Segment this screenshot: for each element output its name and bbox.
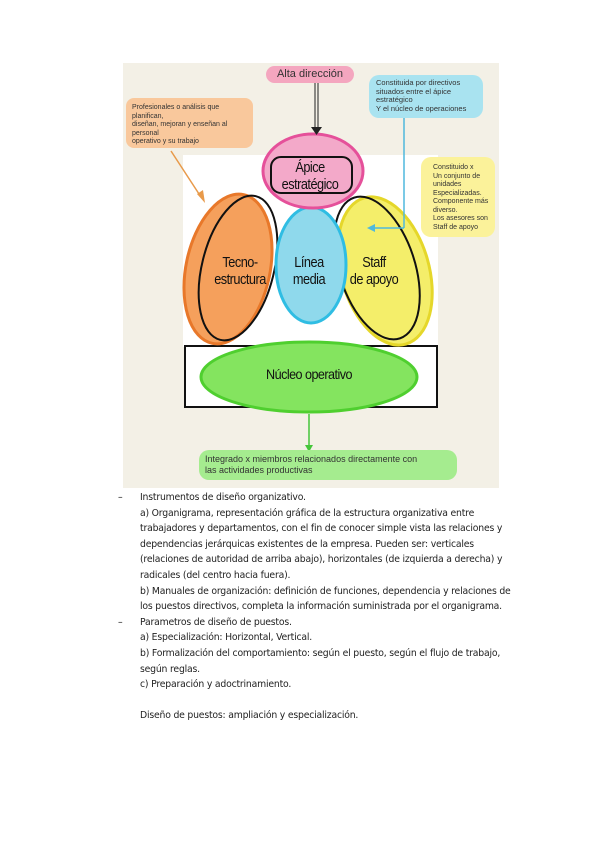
paragraph-line: c) Preparación y adoctrinamiento. <box>140 679 292 691</box>
linea-media-callout: Constituida por directivos situados entr… <box>369 75 483 118</box>
paragraph-line: a) Especialización: Horizontal, Vertical… <box>140 632 313 644</box>
paragraph-line: trabajadores y departamentos, con el fin… <box>140 523 503 535</box>
item1-title: Instrumentos de diseño organizativo. <box>118 490 518 506</box>
nucleo-callout: Integrado x miembros relacionados direct… <box>199 450 457 480</box>
staff-label: Staff de apoyo <box>349 254 399 288</box>
nucleo-shape <box>199 340 419 414</box>
paragraph-line: según reglas. <box>140 663 200 675</box>
paragraph-line: b) Formalización del comportamiento: seg… <box>140 647 501 659</box>
apice-shape <box>261 132 365 210</box>
item2-title: Parametros de diseño de puestos. <box>118 615 518 631</box>
tecnoestructura-label: Tecno- estructura <box>214 254 266 288</box>
paragraph-line: dependencias jerárquicas existentes de l… <box>140 538 474 550</box>
tecno-arrow <box>170 150 202 198</box>
staff-callout: Constituido x Un conjunto de unidades Es… <box>421 157 495 237</box>
linea-media-label: Línea media <box>292 254 326 288</box>
paragraph-line: los puestos directivos, completa la info… <box>140 601 502 613</box>
closing-line: Diseño de puestos: ampliación y especial… <box>140 710 359 722</box>
paragraph-line: a) Organigrama, representación gráfica d… <box>140 507 475 519</box>
paragraph-line: radicales (del centro hacia fuera). <box>140 569 291 581</box>
paragraph-line: b) Manuales de organización: definición … <box>140 585 511 597</box>
organization-structure-diagram <box>123 63 499 488</box>
tecnoestructura-callout: Profesionales o análisis que planifican,… <box>126 98 253 148</box>
apice-outline <box>270 156 353 194</box>
tecnoestructura-shape <box>182 192 274 346</box>
nucleo-label: Núcleo operativo <box>266 366 352 382</box>
apice-label: Ápice estratégico <box>281 159 339 193</box>
alta-direccion-callout: Alta dirección <box>266 66 354 83</box>
tecnoestructura-outline <box>197 194 279 342</box>
paragraph-line: (relaciones de autoridad de arriba abajo… <box>140 554 503 566</box>
document-body: Instrumentos de diseño organizativo. a) … <box>118 490 518 724</box>
